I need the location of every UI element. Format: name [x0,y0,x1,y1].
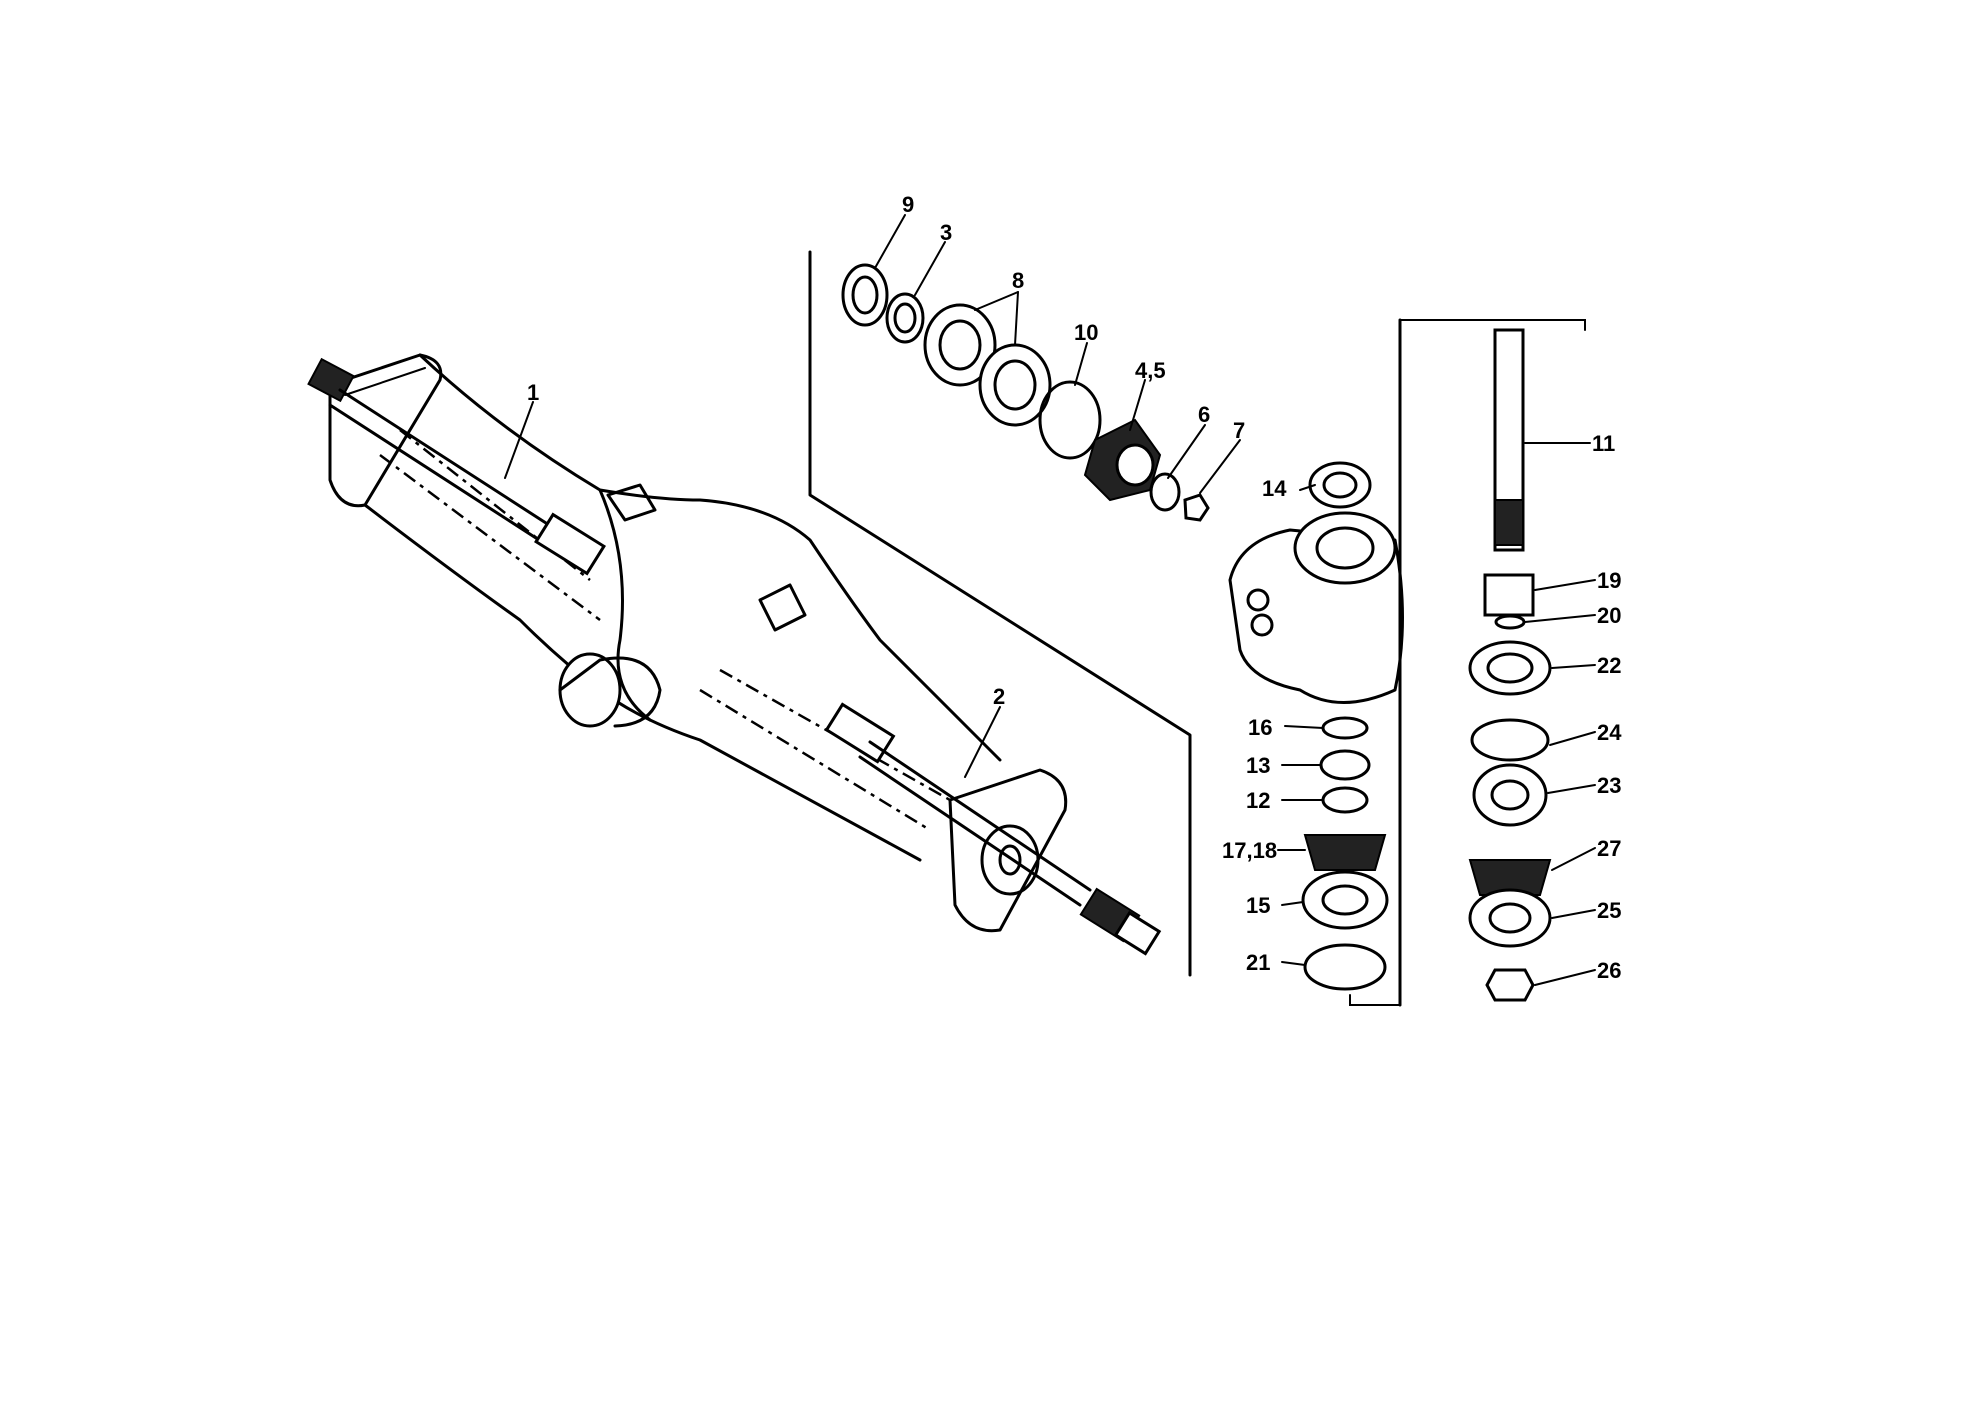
label-part-7: 7 [1233,418,1245,443]
label-part-13: 13 [1246,753,1270,778]
label-part-12: 12 [1246,788,1270,813]
label-part-8: 8 [1012,268,1024,293]
label-part-1: 1 [527,380,539,405]
label-part-15: 15 [1246,893,1270,918]
label-part-25: 25 [1597,898,1621,923]
label-part-6: 6 [1198,402,1210,427]
label-part-22: 22 [1597,653,1621,678]
label-part-11: 11 [1592,431,1615,456]
half-shaft-right [824,702,1162,956]
axle-housing [328,353,1068,933]
label-part-2: 2 [993,684,1005,709]
label-part-20: 20 [1597,603,1621,628]
leader-lines [504,214,1596,986]
label-part-9: 9 [902,192,914,217]
vertical-shaft-stack [1468,328,1552,1002]
group-bracket-left [808,250,1192,977]
label-part-14: 14 [1262,476,1287,501]
label-part-4-5: 4,5 [1135,358,1166,383]
knuckle-housing [1228,461,1404,704]
pinion-stack [841,263,1210,522]
label-part-24: 24 [1597,720,1622,745]
label-part-27: 27 [1597,836,1621,861]
label-part-3: 3 [940,220,952,245]
label-part-23: 23 [1597,773,1621,798]
label-part-17-18: 17,18 [1222,838,1277,863]
label-part-19: 19 [1597,568,1621,593]
label-part-26: 26 [1597,958,1621,983]
part-labels: 1 2 3 4,5 6 7 8 9 10 11 12 13 14 15 16 1… [527,192,1622,983]
label-part-16: 16 [1248,715,1272,740]
label-part-10: 10 [1074,320,1098,345]
label-part-21: 21 [1246,950,1270,975]
half-shaft-left [307,357,606,576]
lower-stack-left [1301,716,1389,991]
